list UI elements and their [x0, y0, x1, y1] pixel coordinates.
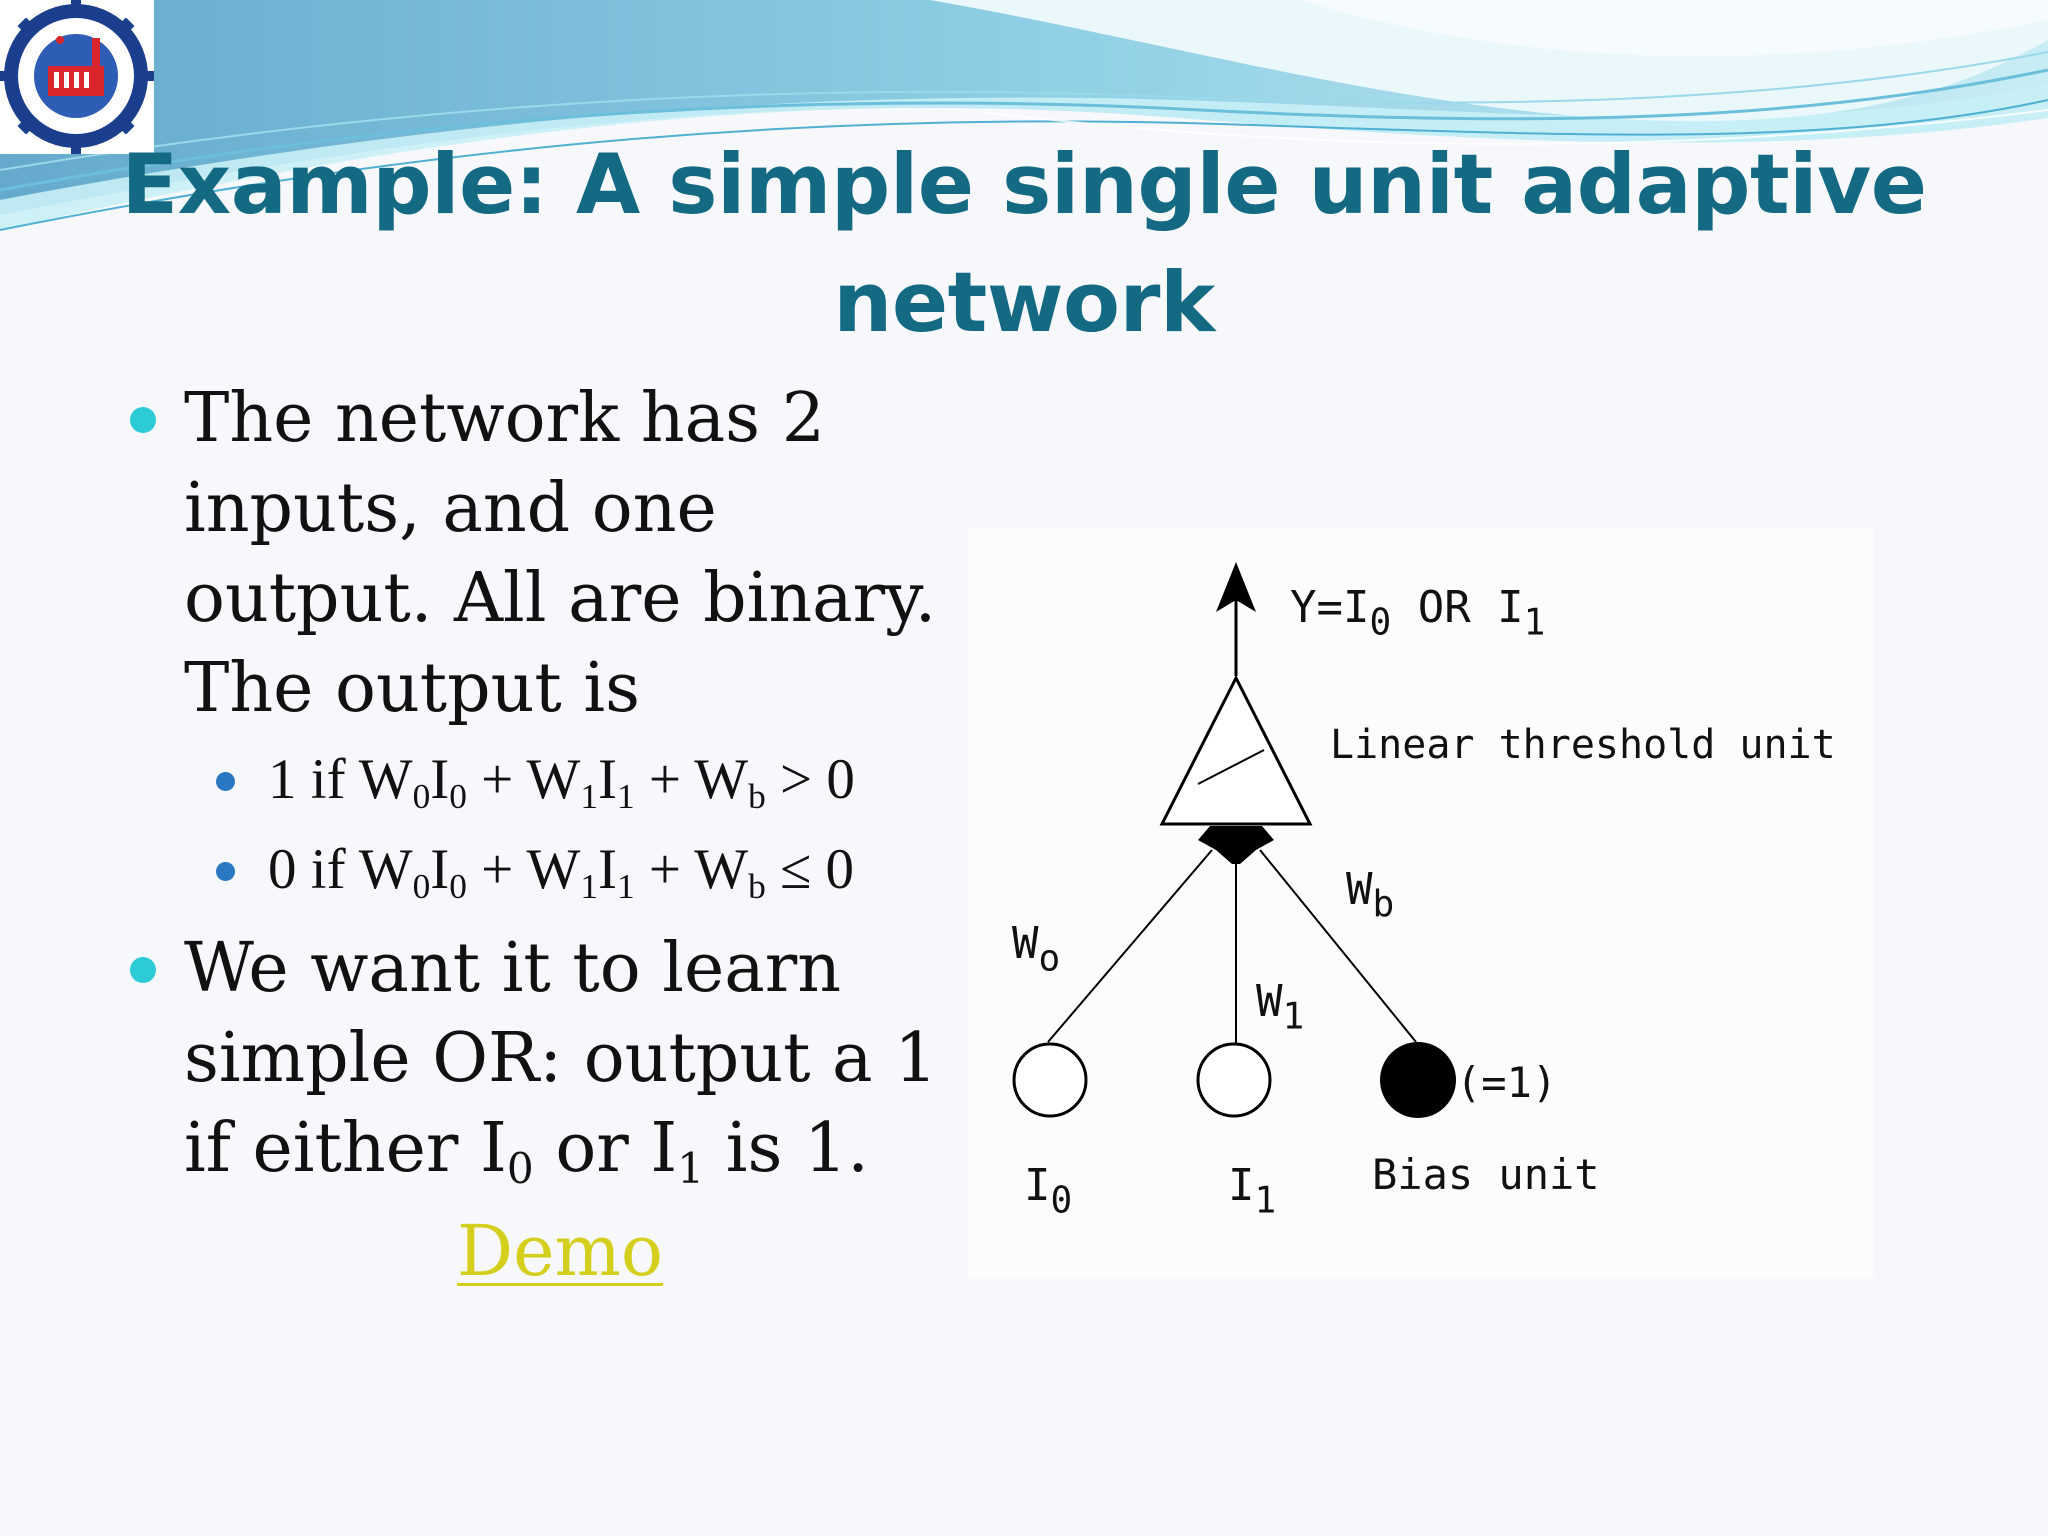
unit-label: Linear threshold unit — [1330, 722, 1836, 768]
slide-title: Example: A simple single unit adaptive n… — [121, 136, 1927, 351]
sub-bullet-dot-icon — [216, 862, 235, 881]
bullet-text: The network has 2 inputs, and one output… — [184, 379, 937, 728]
demo-link[interactable]: Demo — [457, 1210, 664, 1292]
input-arrowheads — [1198, 826, 1274, 864]
weight-label-wb: Wb — [1346, 864, 1395, 926]
bullet-network-description: The network has 2 inputs, and one output… — [130, 374, 964, 734]
bias-value-label: (=1) — [1456, 1058, 1558, 1107]
header-wave-decoration — [0, 0, 2048, 231]
input-unit-i0 — [1012, 1042, 1088, 1118]
input-label-i0: I0 — [1024, 1160, 1073, 1222]
sub-bullet-output-zero: 0 if W0I0 + W1I1 + Wb ≤ 0 — [216, 832, 968, 908]
network-diagram-drawing — [1012, 562, 1456, 1118]
college-logo — [0, 0, 154, 154]
bias-unit — [1380, 1042, 1456, 1118]
output-arrowhead — [1216, 562, 1256, 612]
sub-bullet-output-one: 1 if W0I0 + W1I1 + Wb > 0 — [216, 742, 968, 818]
weight-label-w0: Wo — [1012, 918, 1061, 980]
bullet-learning-goal: We want it to learn simple OR: output a … — [130, 924, 964, 1194]
output-label: Y=I0 OR I1 — [1290, 582, 1546, 644]
input-unit-i1 — [1196, 1042, 1272, 1118]
sub-bullet-dot-icon — [216, 772, 235, 791]
bullet-dot-icon — [130, 407, 156, 433]
network-diagram: Y=I0 OR I1 Linear threshold unit Wo W1 W… — [968, 528, 1874, 1278]
connection-wb — [1259, 849, 1417, 1043]
connection-w0 — [1047, 849, 1213, 1043]
college-logo-gear-icon — [0, 0, 154, 154]
weight-label-w1: W1 — [1256, 976, 1305, 1038]
threshold-unit-triangle — [1159, 674, 1313, 826]
threshold-line — [1197, 749, 1265, 785]
input-label-i1: I1 — [1228, 1160, 1277, 1222]
bias-unit-label: Bias unit — [1372, 1150, 1600, 1199]
bullet-dot-icon — [130, 957, 156, 983]
